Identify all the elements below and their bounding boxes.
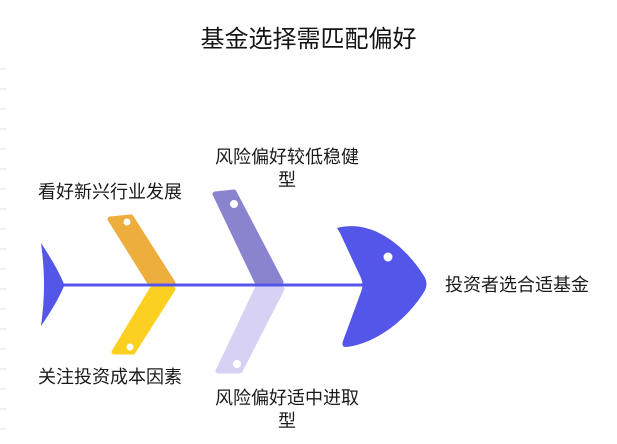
branch-label-bottom-middle: 风险偏好适中进取型 [215, 388, 359, 431]
branch-top-left-shape [107, 214, 176, 286]
page-title: 基金选择需匹配偏好 [200, 26, 417, 53]
ruler-tick [0, 108, 7, 110]
branch-bottom-left-dot [126, 343, 134, 351]
ruler-tick [0, 408, 7, 410]
ruler-tick [0, 428, 7, 430]
ruler-tick [0, 268, 7, 270]
fish-eye-dot [383, 252, 393, 262]
ruler-tick [0, 68, 7, 70]
fish-tail-shape [41, 243, 64, 326]
branch-top-middle-shape [212, 189, 284, 285]
ruler-tick [0, 348, 7, 350]
branch-label-bottom-left: 关注投资成本因素 [38, 367, 182, 387]
ruler-tick [0, 228, 7, 230]
ruler-tick [0, 248, 7, 250]
ruler-tick [0, 368, 7, 370]
branch-label-top-left: 看好新兴行业发展 [38, 182, 182, 202]
branch-bottom-left-shape [111, 286, 176, 355]
ruler-tick [0, 168, 7, 170]
fish-head-shape [337, 226, 427, 347]
head-label: 投资者选合适基金 [445, 275, 589, 295]
branch-bottom-middle-shape [215, 286, 285, 374]
ruler-tick [0, 308, 7, 310]
branch-bottom-middle-dot [233, 360, 241, 368]
branch-top-middle-dot [230, 200, 238, 208]
ruler-tick [0, 208, 7, 210]
ruler-tick [0, 288, 7, 290]
ruler-tick [0, 148, 7, 150]
branch-top-left-dot [123, 218, 131, 226]
ruler-tick [0, 188, 7, 190]
ruler-tick [0, 388, 7, 390]
ruler-tick [0, 128, 7, 130]
ruler-tick [0, 328, 7, 330]
branch-label-top-middle: 风险偏好较低稳健型 [215, 147, 359, 190]
ruler-tick [0, 88, 7, 90]
